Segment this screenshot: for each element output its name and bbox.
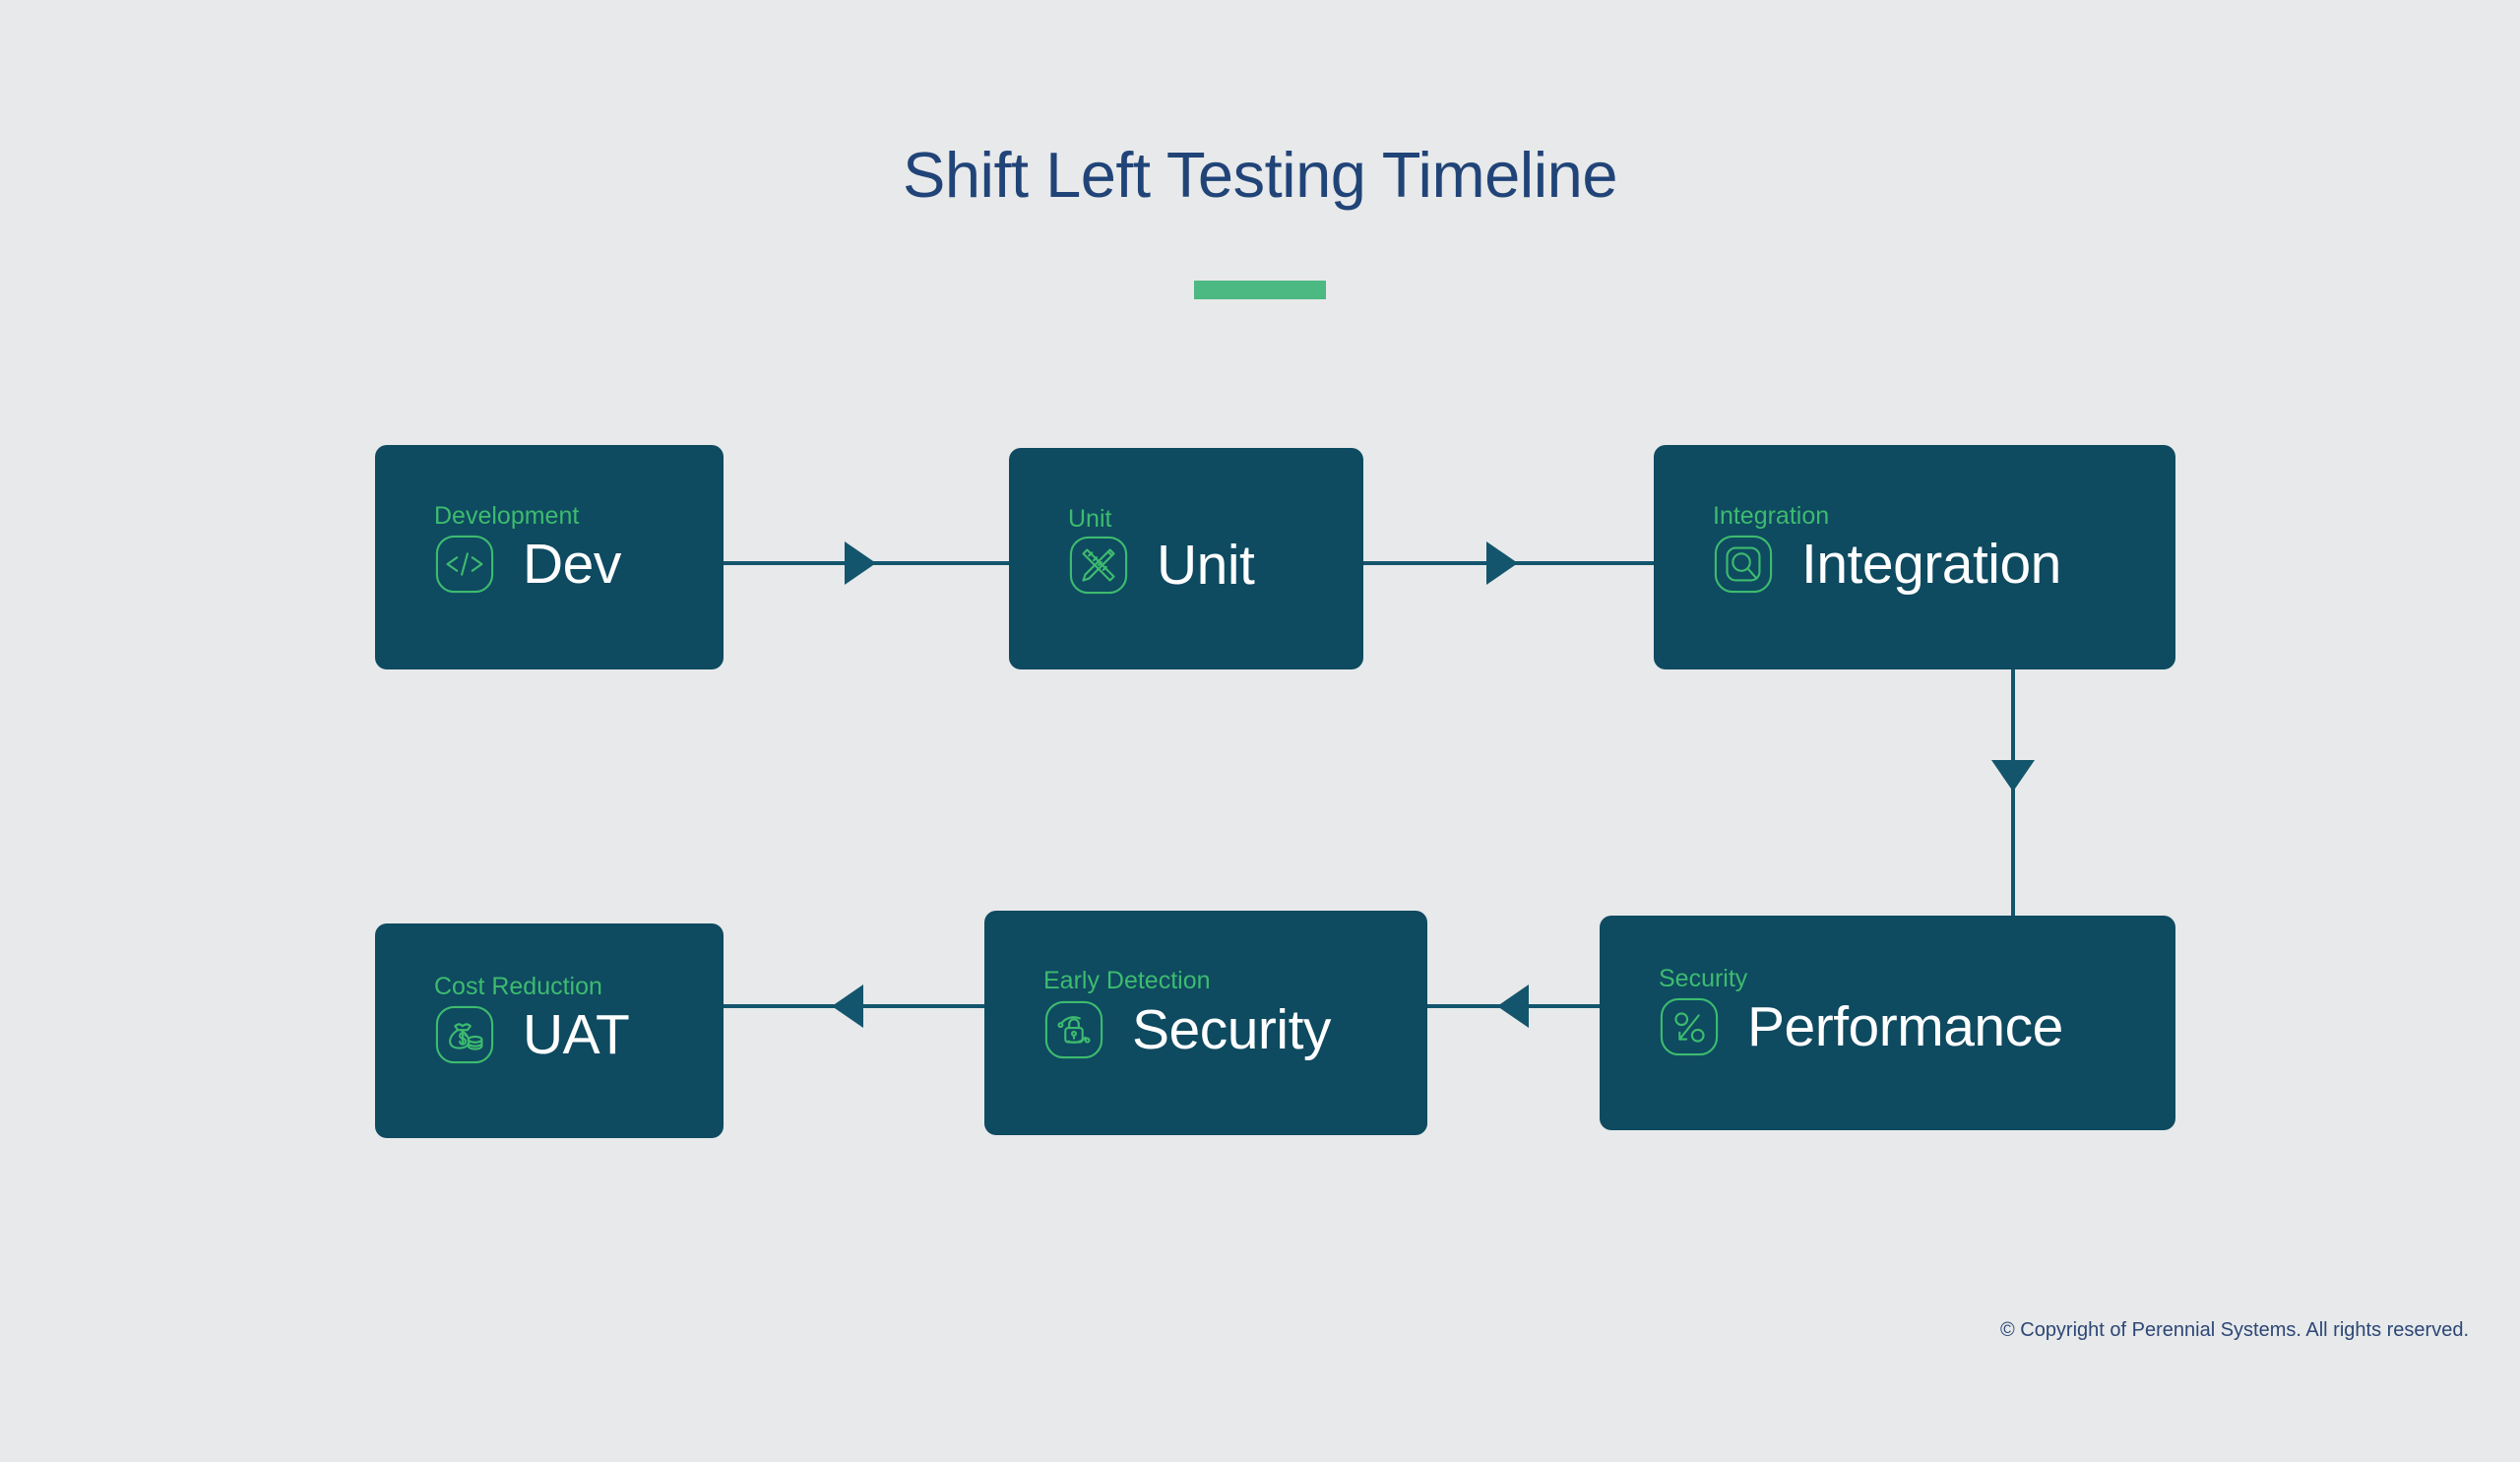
stage-title: Security: [1132, 997, 1331, 1061]
stage-label: Cost Reduction: [434, 973, 602, 1000]
stage-title: Performance: [1747, 994, 2063, 1058]
magnifier-square-icon: [1713, 534, 1774, 595]
stage-card-performance[interactable]: Security Performance: [1600, 916, 2175, 1130]
arrow-right-icon: [845, 541, 876, 585]
stage-label: Security: [1659, 965, 1748, 992]
stage-card-integration[interactable]: Integration Integration: [1654, 445, 2175, 669]
lock-orbit-icon: [1043, 999, 1104, 1060]
connector-integration-to-performance: [2011, 669, 2015, 918]
arrow-left-icon: [1497, 985, 1529, 1028]
stage-card-uat[interactable]: Cost Reduction UAT: [375, 923, 724, 1138]
stage-title: UAT: [523, 1002, 630, 1066]
stage-card-unit[interactable]: Unit Unit: [1009, 448, 1363, 669]
title-accent-bar: [1194, 281, 1326, 299]
ruler-pencil-icon: [1068, 535, 1129, 596]
stage-body: Security: [1043, 999, 1331, 1060]
stage-label: Unit: [1068, 505, 1112, 533]
stage-body: Performance: [1659, 996, 2063, 1057]
arrow-down-icon: [1991, 760, 2035, 792]
stage-title: Dev: [523, 532, 621, 596]
stage-body: Dev: [434, 534, 621, 595]
code-icon: [434, 534, 495, 595]
page-title: Shift Left Testing Timeline: [903, 139, 1617, 211]
stage-body: Integration: [1713, 534, 2061, 595]
stage-card-security[interactable]: Early Detection Security: [984, 911, 1427, 1135]
arrow-left-icon: [832, 985, 863, 1028]
stage-title: Integration: [1801, 532, 2061, 596]
stage-label: Integration: [1713, 502, 1830, 530]
percent-icon: [1659, 996, 1720, 1057]
stage-card-dev[interactable]: Development Dev: [375, 445, 724, 669]
arrow-right-icon: [1486, 541, 1518, 585]
stage-body: Unit: [1068, 533, 1255, 597]
stage-label: Development: [434, 502, 580, 530]
copyright-footer: © Copyright of Perennial Systems. All ri…: [1999, 1319, 2469, 1341]
money-bag-coins-icon: [434, 1004, 495, 1065]
stage-label: Early Detection: [1043, 967, 1211, 994]
stage-title: Unit: [1157, 533, 1255, 597]
stage-body: UAT: [434, 1002, 630, 1066]
